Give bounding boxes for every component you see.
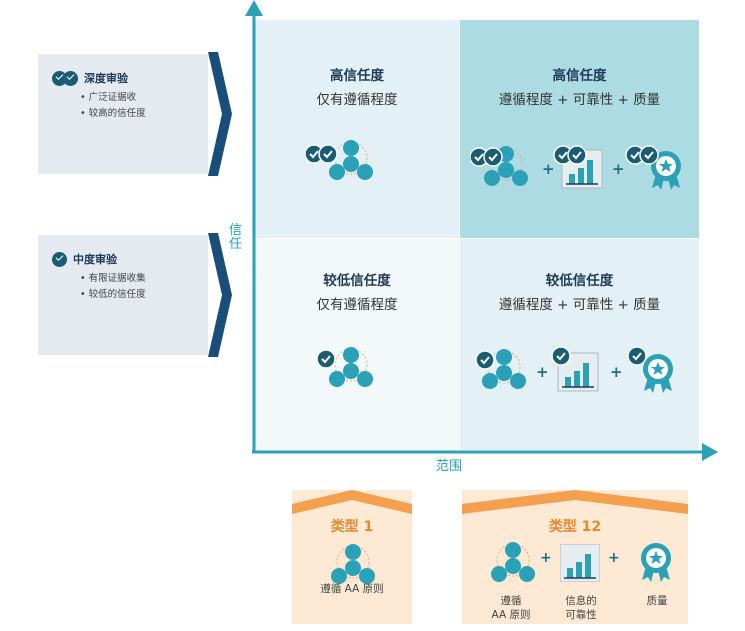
quadrant-title: 高信任度 <box>552 68 607 84</box>
type-1-caption: 遵循 AA 原则 <box>320 583 384 595</box>
compliance-reliability-quality-icons: + + <box>470 145 681 190</box>
panel-title: 深度审验 <box>84 72 128 85</box>
compliance-atom-icon <box>330 543 376 585</box>
list-item: 较低的信任度 <box>80 287 146 303</box>
panel-deep-audit: 深度审验 广泛证据收 较高的信任度 <box>38 54 208 174</box>
medal-icon <box>641 543 671 582</box>
panel-list: 广泛证据收 较高的信任度 <box>80 90 146 122</box>
type-12-caption-quality: 质量 <box>646 595 668 607</box>
plus-icon: + <box>540 550 552 566</box>
list-item: 较高的信任度 <box>80 106 146 122</box>
chevron-right-icon <box>208 52 232 176</box>
axes <box>245 0 718 461</box>
check-icon <box>52 251 67 267</box>
type-1-title: 类型 1 <box>330 519 374 535</box>
x-axis-label: 范围 <box>436 459 463 474</box>
quadrant-top-left: 高信任度 仅有遵循程度 <box>255 20 459 238</box>
quadrant-title: 较低信任度 <box>545 273 614 289</box>
type-12-caption-compliance: 遵循 AA 原则 <box>476 594 546 622</box>
type-12-title: 类型 12 <box>548 519 602 535</box>
panel-title: 中度审验 <box>73 253 117 266</box>
quadrant-subtitle: 遵循程度 + 可靠性 + 质量 <box>498 92 661 108</box>
caption-line: 信息的 <box>565 595 597 607</box>
quadrant-bottom-right: 较低信任度 遵循程度 + 可靠性 + 质量 + + <box>460 239 699 450</box>
type-12-box: 类型 12 + + 遵循 AA 原则 信息的 可靠性 质量 <box>462 490 688 624</box>
caption-line: 遵循 <box>500 595 522 607</box>
y-axis-label: 信任 <box>229 223 243 252</box>
caption-line: AA 原则 <box>491 609 531 621</box>
quadrant-title: 高信任度 <box>330 68 384 84</box>
svg-text:+: + <box>610 363 623 381</box>
quadrant-top-right: 高信任度 遵循程度 + 可靠性 + 质量 + + <box>460 20 699 238</box>
panel-medium-audit-header: 中度审验 <box>52 251 117 267</box>
type-1-box: 类型 1 遵循 AA 原则 <box>292 490 412 624</box>
panel-list: 有限证据收集 较低的信任度 <box>80 271 146 303</box>
panel-deep-audit-header: 深度审验 <box>52 70 128 86</box>
caption-line: 可靠性 <box>565 609 597 621</box>
quadrant-subtitle: 仅有遵循程度 <box>316 92 398 108</box>
type-12-caption-reliability: 信息的 可靠性 <box>546 594 616 622</box>
list-item: 有限证据收集 <box>80 271 146 287</box>
chevron-right-icon <box>208 233 232 357</box>
svg-text:+: + <box>612 160 625 178</box>
quadrant-subtitle: 仅有遵循程度 <box>316 297 398 313</box>
double-check-icon <box>52 70 78 86</box>
quadrant-bottom-left: 较低信任度 仅有遵循程度 <box>255 239 459 450</box>
list-item: 广泛证据收 <box>80 90 146 106</box>
svg-text:+: + <box>542 160 555 178</box>
svg-text:+: + <box>536 363 549 381</box>
quadrant-subtitle: 遵循程度 + 可靠性 + 质量 <box>498 297 661 313</box>
compliance-reliability-quality-icons: + + <box>475 346 673 393</box>
compliance-atom-icon <box>490 541 536 583</box>
quadrant-title: 较低信任度 <box>323 273 391 289</box>
type-1-roof <box>292 490 412 514</box>
plus-icon: + <box>608 550 620 566</box>
bar-chart-icon <box>560 544 600 582</box>
panel-medium-audit: 中度审验 有限证据收集 较低的信任度 <box>38 235 208 355</box>
type-12-roof <box>462 490 688 514</box>
